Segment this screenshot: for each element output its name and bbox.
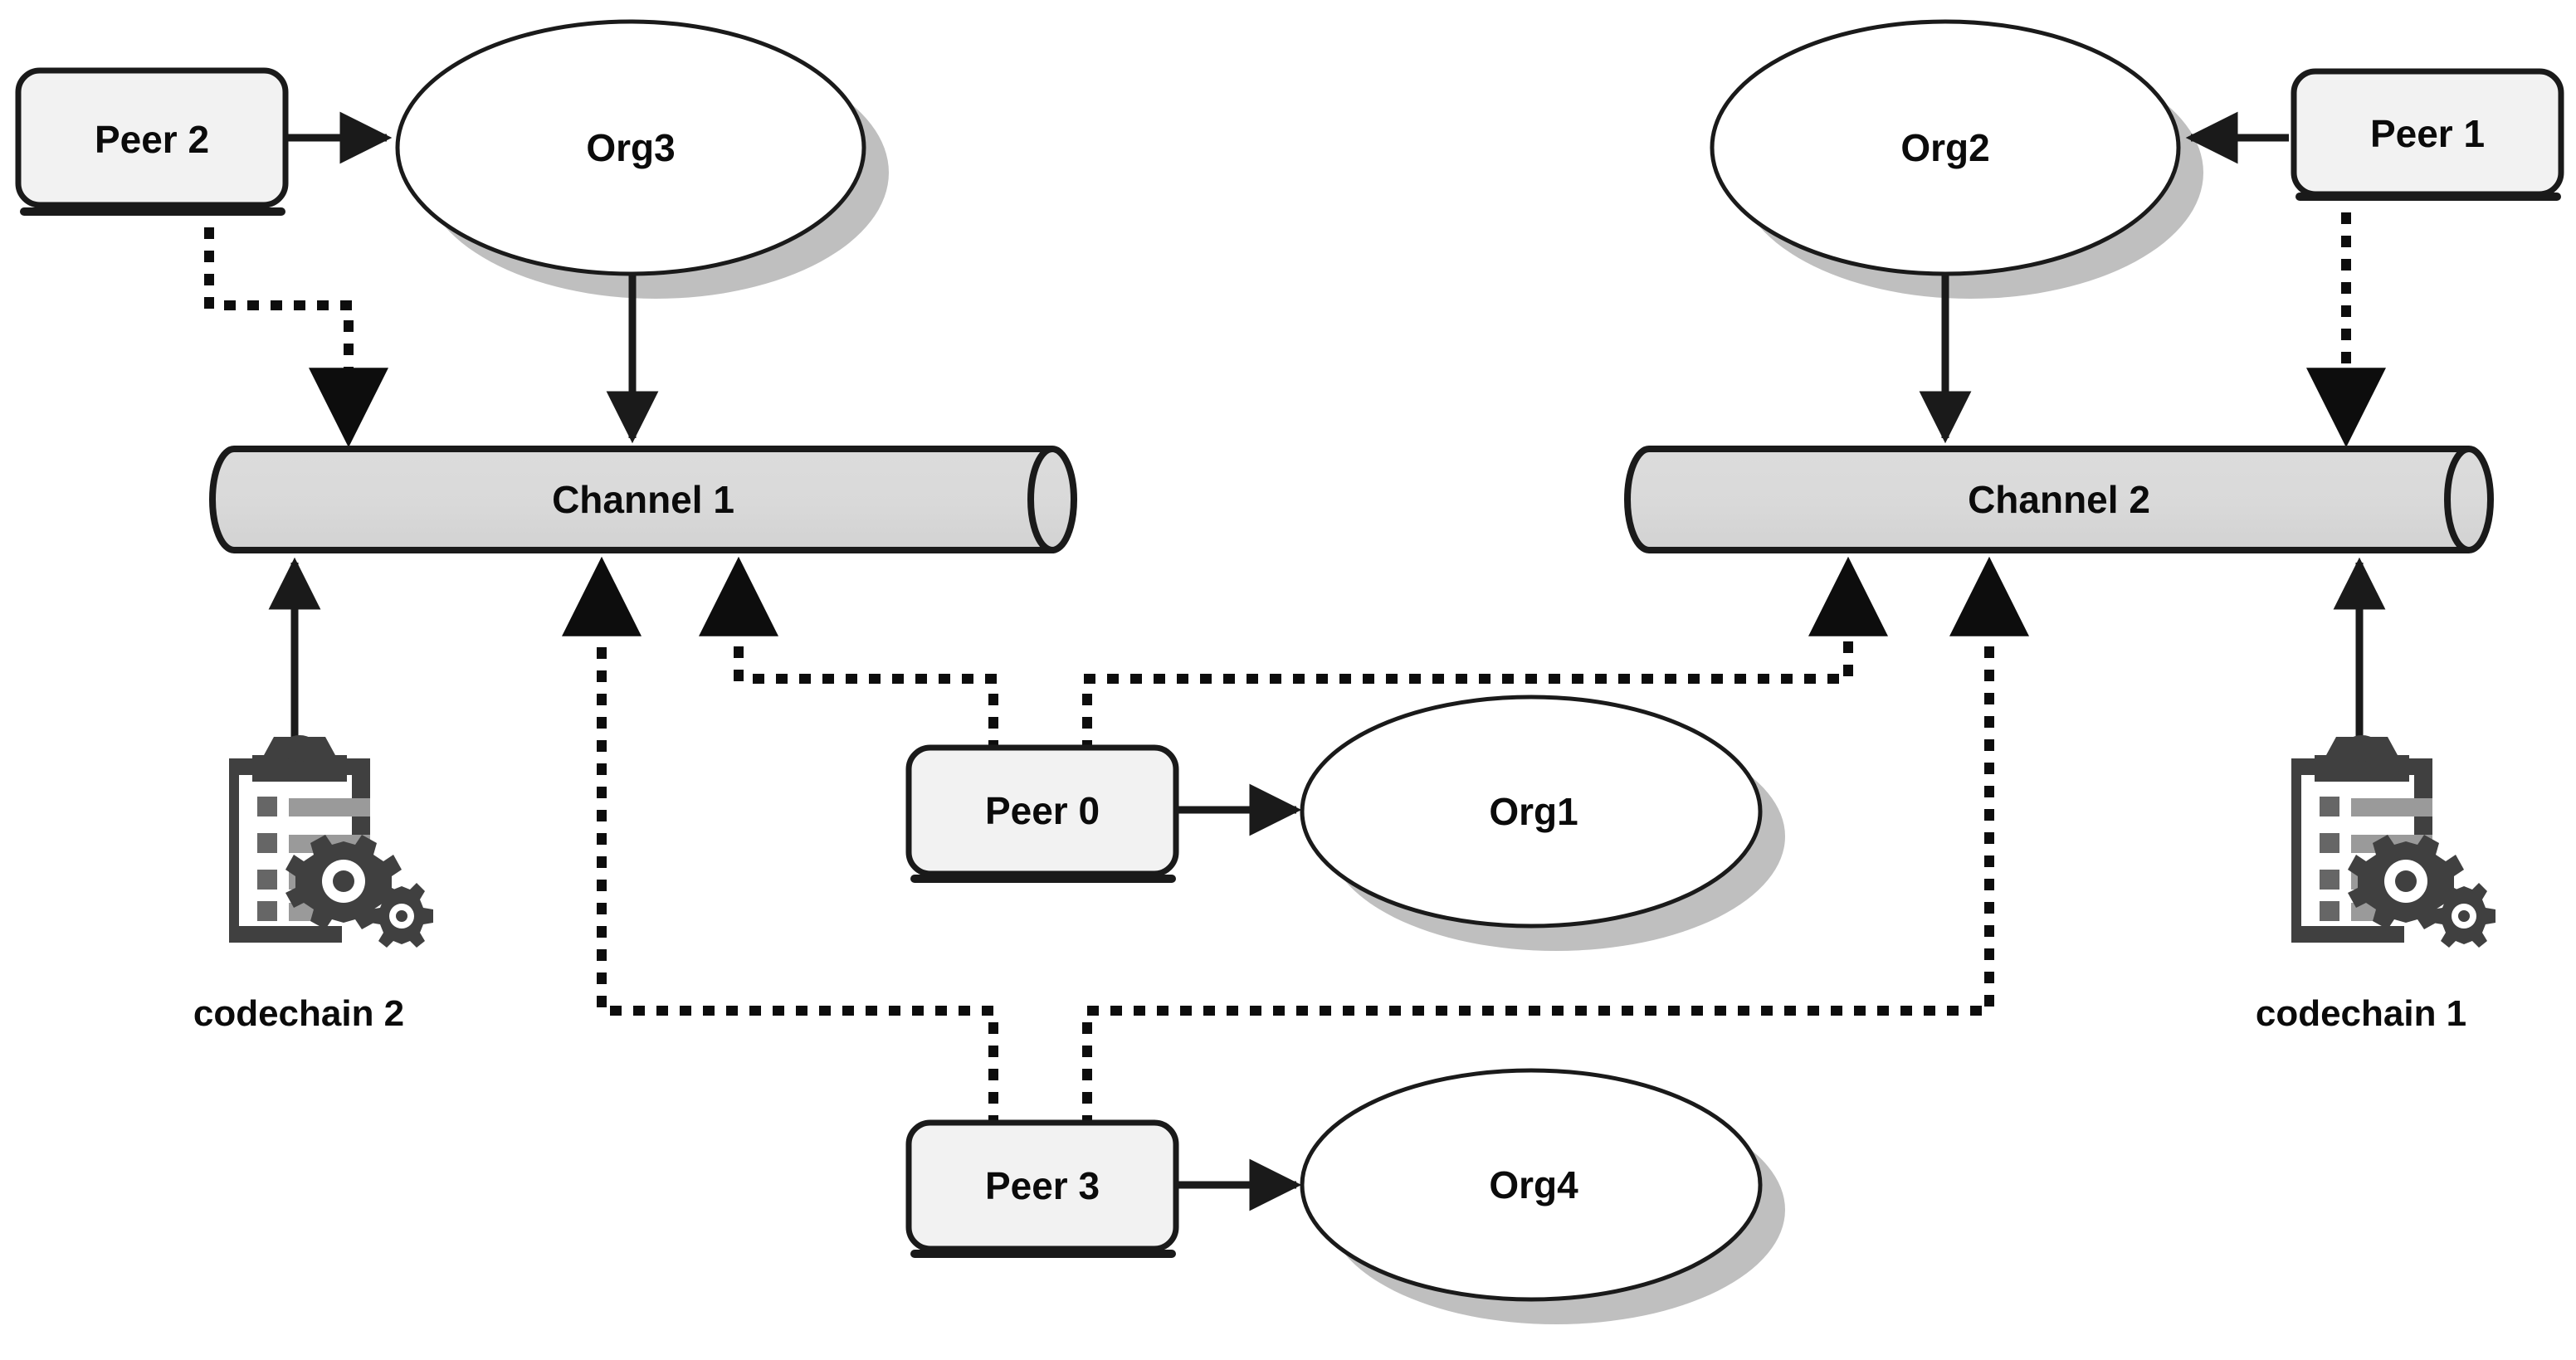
org2-label: Org2: [1900, 126, 1990, 169]
channel1-label: Channel 1: [552, 478, 734, 521]
org1-label: Org1: [1489, 790, 1578, 833]
channel-nodes: [209, 446, 2494, 553]
peer3-label: Peer 3: [984, 1164, 1100, 1207]
peer1-label: Peer 1: [2369, 112, 2486, 155]
codechain2-icon[interactable]: [229, 735, 433, 948]
codechain2-label: codechain 2: [193, 993, 405, 1034]
channel2-label: Channel 2: [1968, 478, 2150, 521]
peer1-box[interactable]: [2291, 68, 2564, 197]
org2-ellipse[interactable]: [1710, 19, 2181, 276]
dotted-connectors: [204, 189, 2386, 1127]
org4-ellipse[interactable]: [1300, 1068, 1763, 1302]
peer-nodes: [15, 67, 2564, 1258]
peer2-label: Peer 2: [94, 118, 210, 161]
org4-label: Org4: [1489, 1163, 1578, 1206]
org-nodes: [395, 19, 2181, 1302]
codechain1-icon[interactable]: [2291, 735, 2496, 948]
edge-peer2-channel1: [204, 204, 388, 448]
peer3-box[interactable]: [905, 1119, 1179, 1252]
codechain1-label: codechain 1: [2255, 993, 2467, 1034]
edge-peer0-channel1: [699, 556, 998, 752]
org3-ellipse[interactable]: [395, 19, 866, 276]
org3-label: Org3: [586, 126, 676, 169]
peer0-box[interactable]: [905, 744, 1179, 877]
solid-connectors: [268, 111, 2386, 1211]
edge-peer3-channel1: [562, 556, 998, 1127]
edge-peer3-channel2: [1082, 556, 2029, 1127]
channel1-cylinder[interactable]: [209, 446, 1077, 553]
peer0-label: Peer 0: [984, 789, 1100, 832]
channel2-cylinder[interactable]: [1624, 446, 2494, 553]
peer2-box[interactable]: [15, 67, 289, 208]
org1-ellipse[interactable]: [1300, 695, 1763, 929]
edge-peer0-channel2: [1082, 556, 1888, 752]
